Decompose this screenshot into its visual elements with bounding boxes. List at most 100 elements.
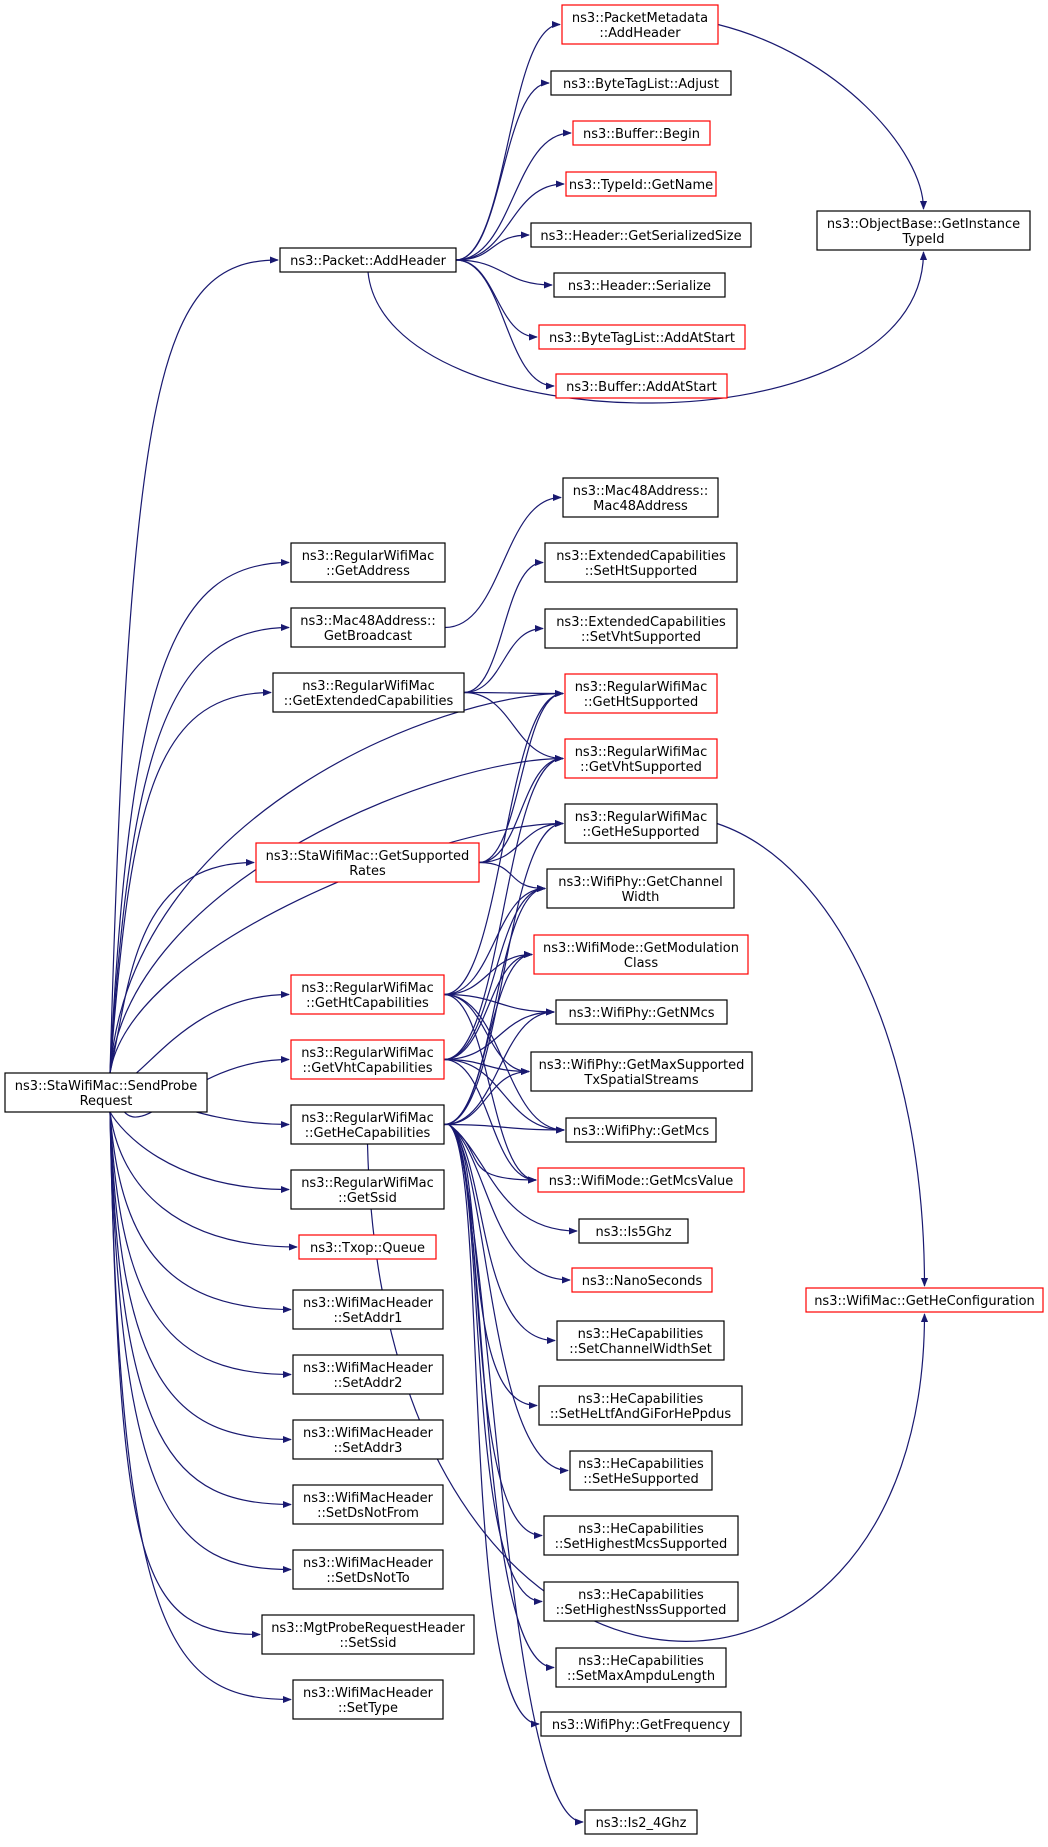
node-label: ::SetHeLtfAndGiForHePpdus xyxy=(550,1407,732,1422)
node-rwm_getextcap[interactable]: ns3::RegularWifiMac::GetExtendedCapabili… xyxy=(272,672,465,713)
node-pkt_addheader[interactable]: ns3::Packet::AddHeader xyxy=(279,247,457,273)
node-box xyxy=(272,672,465,713)
node-ext_setvht[interactable]: ns3::ExtendedCapabilities::SetVhtSupport… xyxy=(544,608,738,649)
node-label: Rates xyxy=(349,864,386,879)
node-rwm_gethtsupp[interactable]: ns3::RegularWifiMac::GetHtSupported xyxy=(564,673,718,714)
node-label: ns3::RegularWifiMac xyxy=(575,810,708,825)
node-hecap_setheltf[interactable]: ns3::HeCapabilities::SetHeLtfAndGiForHeP… xyxy=(538,1385,743,1426)
node-hdr_setaddr1[interactable]: ns3::WifiMacHeader::SetAddr1 xyxy=(292,1289,444,1330)
node-label: ns3::WifiPhy::GetMaxSupported xyxy=(539,1058,745,1073)
node-nanoseconds[interactable]: ns3::NanoSeconds xyxy=(571,1267,713,1293)
node-label: ::SetAddr1 xyxy=(334,1311,403,1326)
node-buf_begin[interactable]: ns3::Buffer::Begin xyxy=(572,120,711,146)
node-label: ns3::WifiMacHeader xyxy=(303,1491,434,1506)
node-label: ::GetVhtCapabilities xyxy=(303,1061,433,1076)
node-typeid_getname[interactable]: ns3::TypeId::GetName xyxy=(565,171,717,197)
edge-pm_addheader-to-objbase_gettypeid xyxy=(717,23,928,210)
node-box xyxy=(292,1679,444,1720)
node-hdr_setaddr2[interactable]: ns3::WifiMacHeader::SetAddr2 xyxy=(292,1354,444,1395)
edge-send-to-rwm_gethesupp xyxy=(109,819,564,1074)
node-mac48_ctor[interactable]: ns3::Mac48Address::Mac48Address xyxy=(562,477,719,518)
node-mode_getmcsvalue[interactable]: ns3::WifiMode::GetMcsValue xyxy=(537,1167,745,1193)
node-label: ns3::Mac48Address:: xyxy=(573,484,708,499)
edge-send-to-rwm_gethtcap xyxy=(109,990,290,1083)
edge-rwm_gethtcap-to-mode_getmcsvalue xyxy=(443,993,537,1184)
node-label: ::AddHeader xyxy=(599,26,681,41)
edge-rwm_gethecap-to-phy_getfreq xyxy=(448,1124,540,1728)
edge-send-to-hdr_setaddr1 xyxy=(109,1111,292,1314)
node-hdr_setdsnotto[interactable]: ns3::WifiMacHeader::SetDsNotTo xyxy=(292,1549,444,1590)
node-box xyxy=(292,1419,444,1460)
node-rwm_getvhtcap[interactable]: ns3::RegularWifiMac::GetVhtCapabilities xyxy=(290,1039,445,1080)
edge-rwm_getvhtcap-to-phy_getchwidth xyxy=(443,884,546,1061)
node-label: ::SetChannelWidthSet xyxy=(569,1342,712,1357)
node-label: ::GetHtSupported xyxy=(584,695,698,710)
node-wm_gethecfg[interactable]: ns3::WifiMac::GetHeConfiguration xyxy=(805,1287,1044,1313)
node-hdr_serialize[interactable]: ns3::Header::Serialize xyxy=(553,272,726,298)
node-hecap_setmaxampdu[interactable]: ns3::HeCapabilities::SetMaxAmpduLength xyxy=(555,1647,727,1688)
node-txop_queue[interactable]: ns3::Txop::Queue xyxy=(298,1234,437,1260)
node-mgt_setssid[interactable]: ns3::MgtProbeRequestHeader::SetSsid xyxy=(261,1614,475,1655)
node-hdr_settype[interactable]: ns3::WifiMacHeader::SetType xyxy=(292,1679,444,1720)
node-hecap_setchws[interactable]: ns3::HeCapabilities::SetChannelWidthSet xyxy=(556,1320,725,1361)
node-label: ::SetHtSupported xyxy=(585,564,698,579)
node-is5ghz[interactable]: ns3::Is5Ghz xyxy=(578,1218,689,1244)
node-label: ns3::RegularWifiMac xyxy=(301,1046,434,1061)
node-label: ns3::WifiPhy::GetMcs xyxy=(573,1124,710,1139)
edge-rwm_gethecap-to-rwm_gethesupp xyxy=(443,819,564,1126)
node-phy_getmcs[interactable]: ns3::WifiPhy::GetMcs xyxy=(565,1117,717,1143)
node-box xyxy=(290,542,446,583)
edge-send-to-hdr_setaddr3 xyxy=(109,1111,292,1444)
node-box xyxy=(279,247,457,273)
edge-swm_getsuprates-to-rwm_gethesupp xyxy=(478,819,564,864)
edge-send-to-pkt_addheader xyxy=(109,256,279,1074)
node-label: ::GetHeCapabilities xyxy=(305,1126,431,1141)
node-label: ns3::WifiMacHeader xyxy=(303,1686,434,1701)
edge-rwm_gethtcap-to-phy_getmaxtx xyxy=(443,993,530,1076)
node-ext_setht[interactable]: ns3::ExtendedCapabilities::SetHtSupporte… xyxy=(544,542,738,583)
node-rwm_gethecap[interactable]: ns3::RegularWifiMac::GetHeCapabilities xyxy=(290,1104,445,1145)
node-is2_4ghz[interactable]: ns3::Is2_4Ghz xyxy=(584,1809,698,1835)
edge-swm_getsuprates-to-phy_getchwidth xyxy=(478,861,546,893)
edge-rwm_getextcap-to-ext_setvht xyxy=(463,624,544,694)
node-pm_addheader[interactable]: ns3::PacketMetadata::AddHeader xyxy=(561,4,719,45)
node-label: ::GetAddress xyxy=(326,564,410,579)
node-rwm_getvhtsupp[interactable]: ns3::RegularWifiMac::GetVhtSupported xyxy=(564,738,718,779)
node-btl_adjust[interactable]: ns3::ByteTagList::Adjust xyxy=(550,70,732,96)
node-label: ns3::Is2_4Ghz xyxy=(596,1816,687,1831)
node-phy_getnmcs[interactable]: ns3::WifiPhy::GetNMcs xyxy=(555,999,728,1025)
node-mac48_getbcast[interactable]: ns3::Mac48Address::GetBroadcast xyxy=(290,607,446,648)
node-box xyxy=(555,1647,727,1688)
node-label: Class xyxy=(624,956,658,971)
node-label: ns3::ObjectBase::GetInstance xyxy=(827,217,1020,232)
node-box xyxy=(569,1450,713,1491)
node-hecap_sethesupp[interactable]: ns3::HeCapabilities::SetHeSupported xyxy=(569,1450,713,1491)
node-phy_getmaxtx[interactable]: ns3::WifiPhy::GetMaxSupportedTxSpatialSt… xyxy=(530,1051,753,1092)
node-phy_getfreq[interactable]: ns3::WifiPhy::GetFrequency xyxy=(540,1711,742,1737)
node-label: ns3::StaWifiMac::SendProbe xyxy=(15,1079,197,1094)
node-label: ::GetHeSupported xyxy=(582,825,699,840)
node-box xyxy=(537,1167,745,1193)
node-box xyxy=(562,477,719,518)
node-hdr_getsersize[interactable]: ns3::Header::GetSerializedSize xyxy=(530,222,752,248)
node-btl_addatstart[interactable]: ns3::ByteTagList::AddAtStart xyxy=(538,324,746,350)
edge-swm_getsuprates-to-rwm_getvhtsupp xyxy=(478,754,564,864)
node-rwm_gethesupp[interactable]: ns3::RegularWifiMac::GetHeSupported xyxy=(564,803,718,844)
node-hdr_setdsnotfrom[interactable]: ns3::WifiMacHeader::SetDsNotFrom xyxy=(292,1484,444,1525)
node-rwm_gethtcap[interactable]: ns3::RegularWifiMac::GetHtCapabilities xyxy=(290,974,445,1015)
edge-rwm_getvhtcap-to-rwm_getvhtsupp xyxy=(443,754,564,1061)
node-hecap_sethighmcs[interactable]: ns3::HeCapabilities::SetHighestMcsSuppor… xyxy=(543,1515,739,1556)
node-rwm_getssid[interactable]: ns3::RegularWifiMac::GetSsid xyxy=(290,1169,445,1210)
node-label: ::SetType xyxy=(338,1701,398,1716)
node-box xyxy=(544,608,738,649)
node-label: ns3::Packet::AddHeader xyxy=(290,254,446,269)
node-hecap_sethighnss[interactable]: ns3::HeCapabilities::SetHighestNssSuppor… xyxy=(543,1581,739,1622)
node-rwm_getaddress[interactable]: ns3::RegularWifiMac::GetAddress xyxy=(290,542,446,583)
node-buf_addatstart[interactable]: ns3::Buffer::AddAtStart xyxy=(555,373,728,399)
node-hdr_setaddr3[interactable]: ns3::WifiMacHeader::SetAddr3 xyxy=(292,1419,444,1460)
